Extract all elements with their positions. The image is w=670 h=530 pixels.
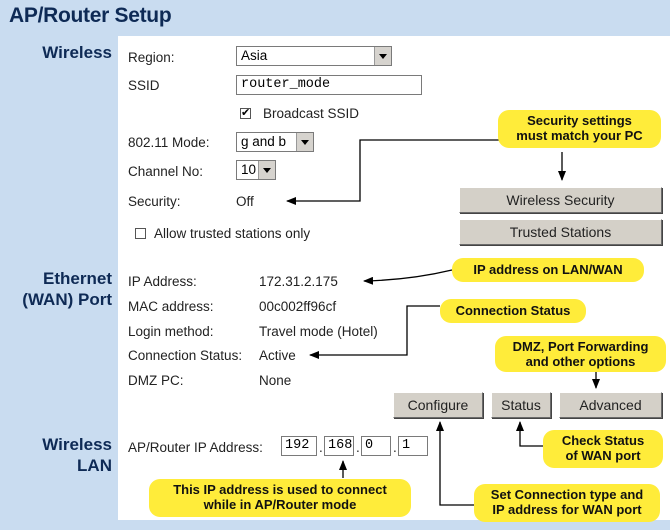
title-bar [0, 0, 670, 36]
advanced-button[interactable]: Advanced [559, 392, 662, 418]
mode-label: 802.11 Mode: [128, 135, 210, 150]
trusted-stations-label: Allow trusted stations only [154, 226, 311, 241]
arrow-to-wan-ip [363, 269, 453, 285]
login-method-label: Login method: [128, 324, 214, 339]
configure-button[interactable]: Configure [393, 392, 483, 418]
arrow-to-status [516, 421, 543, 447]
arrow-to-configure [436, 421, 474, 506]
ssid-label: SSID [128, 78, 160, 93]
ip-dot: . [356, 440, 360, 455]
chevron-down-icon[interactable] [374, 47, 391, 65]
callout-connection-status: Connection Status [440, 299, 586, 323]
ip-dot: . [393, 440, 397, 455]
ip-octet-3-input[interactable]: 0 [361, 436, 391, 456]
ip-octet-2-input[interactable]: 168 [324, 436, 354, 456]
arrow-to-connection-status [309, 305, 440, 359]
connection-status-label: Connection Status: [128, 348, 243, 363]
region-label: Region: [128, 50, 175, 65]
trusted-stations-button[interactable]: Trusted Stations [459, 219, 662, 245]
login-method-value: Travel mode (Hotel) [259, 324, 378, 339]
section-wireless-heading: Wireless [42, 43, 112, 62]
channel-label: Channel No: [128, 164, 204, 179]
callout-ip-address: IP address on LAN/WAN [452, 258, 644, 282]
ip-octet-1-input[interactable]: 192 [281, 436, 317, 456]
wan-ip-label: IP Address: [128, 274, 197, 289]
connection-status-value: Active [259, 348, 296, 363]
ssid-input[interactable]: router_mode [236, 75, 422, 95]
bottom-border [0, 520, 670, 530]
ip-octet-4-input[interactable]: 1 [398, 436, 428, 456]
region-select[interactable]: Asia [236, 46, 392, 66]
broadcast-ssid-label: Broadcast SSID [263, 106, 360, 121]
dmz-label: DMZ PC: [128, 373, 184, 388]
security-label: Security: [128, 194, 181, 209]
section-ethernet-heading: Ethernet(WAN) Port [22, 269, 112, 309]
mode-select[interactable]: g and b [236, 132, 314, 152]
dmz-value: None [259, 373, 292, 388]
channel-select[interactable]: 10 [236, 160, 276, 180]
chevron-down-icon[interactable] [258, 161, 275, 179]
page-title: AP/Router Setup [9, 4, 172, 27]
channel-value: 10 [241, 162, 257, 177]
mode-value: g and b [241, 134, 287, 149]
trusted-stations-checkbox[interactable] [135, 228, 146, 239]
status-button[interactable]: Status [491, 392, 551, 418]
region-value: Asia [241, 48, 268, 63]
mac-label: MAC address: [128, 299, 214, 314]
ap-router-ip-label: AP/Router IP Address: [128, 440, 263, 455]
wan-ip-value: 172.31.2.175 [259, 274, 338, 289]
wireless-security-button[interactable]: Wireless Security [459, 187, 662, 213]
chevron-down-icon[interactable] [296, 133, 313, 151]
broadcast-ssid-checkbox[interactable]: ✔ [240, 107, 251, 119]
mac-value: 00c002ff96cf [259, 299, 337, 314]
security-value: Off [236, 194, 254, 209]
ip-dot: . [319, 440, 323, 455]
arrow-to-security-value [286, 139, 504, 205]
section-sidebar [0, 36, 118, 530]
